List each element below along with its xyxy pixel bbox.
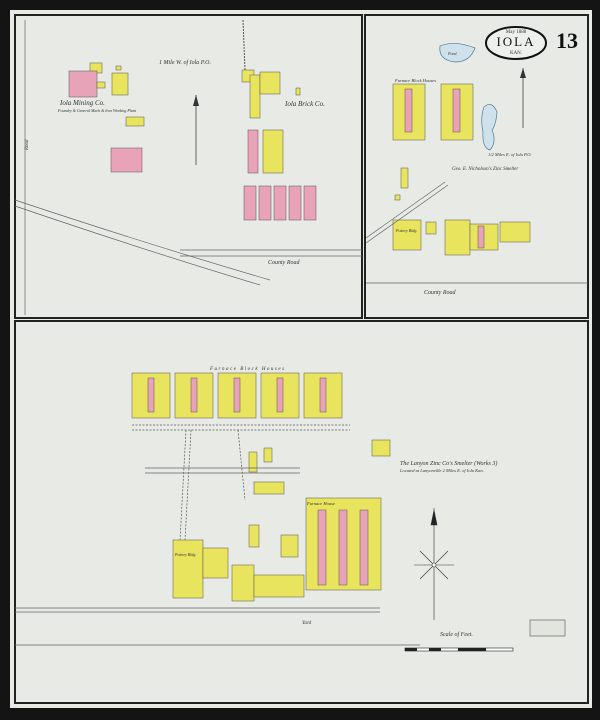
- map-paper: [10, 10, 592, 708]
- railroad-tracks-top-left: [14, 199, 362, 286]
- lanyon-smelter-buildings: [172, 447, 382, 602]
- lanyon-smelter-location: Located at Lanyonville 2 Miles E. of Iol…: [399, 468, 484, 473]
- nicholson-smelter-title: Geo. E. Nicholson's Zinc Smelter: [452, 167, 518, 172]
- iola-mining-co-buildings: [68, 62, 145, 173]
- railroad-tracks-top-right: [365, 181, 588, 284]
- iola-mining-co-sub: Foundry & General Mach & Iron Working Pl…: [57, 108, 137, 113]
- iola-brick-co-label: Iola Brick Co.: [284, 100, 325, 108]
- scale-bar: [404, 647, 514, 652]
- county-road-label-right: County Road: [424, 290, 456, 296]
- dashed-tracks: [132, 424, 350, 541]
- furnace-block-houses-label-top: Furnace Block Houses: [394, 78, 436, 83]
- north-arrow-top-right: [520, 68, 526, 128]
- pottery-label-top: Pottery Bldg.: [395, 228, 417, 233]
- pond-north: [439, 43, 476, 63]
- iola-mining-co-label: Iola Mining Co.: [59, 99, 105, 107]
- city-name: IOLA: [496, 34, 535, 49]
- panel-bottom: [14, 320, 589, 704]
- sheet-number: 13: [556, 28, 578, 53]
- pond-east: [481, 104, 498, 151]
- pottery-label-bottom: Pottery Bldg.: [174, 552, 196, 557]
- north-arrow-top-left: [193, 95, 199, 165]
- iola-brick-co-buildings: [241, 19, 317, 221]
- panel-top-right: [364, 14, 589, 319]
- scale-label: Scale of Feet.: [440, 631, 473, 638]
- furnace-house-label: Furnace House: [306, 501, 335, 506]
- railroad-tracks-bottom: [15, 467, 420, 646]
- furnace-block-houses-label-bottom: Furnace Block Houses: [209, 367, 286, 372]
- panel-top-left: [14, 14, 363, 319]
- state-name: KAN.: [510, 51, 522, 56]
- map-date: May 1888: [506, 30, 527, 35]
- title-cartouche: [485, 26, 547, 60]
- location-note-east: 1/2 Miles E. of Iola P.O.: [488, 152, 532, 157]
- nicholson-smelter-buildings: [392, 83, 531, 256]
- pond-label: Pond: [447, 51, 457, 56]
- furnace-block-houses: [131, 372, 391, 457]
- road-label: Road: [25, 139, 30, 151]
- location-note-west: 1 Mile W. of Iola P.O.: [159, 59, 211, 66]
- yard-label: Yard: [302, 621, 312, 626]
- library-stamp: [529, 619, 566, 637]
- lanyon-smelter-title: The Lanyon Zinc Co's Smelter (Works 3): [400, 460, 497, 467]
- compass-rose: [414, 508, 454, 620]
- county-road-label-left: County Road: [268, 260, 300, 266]
